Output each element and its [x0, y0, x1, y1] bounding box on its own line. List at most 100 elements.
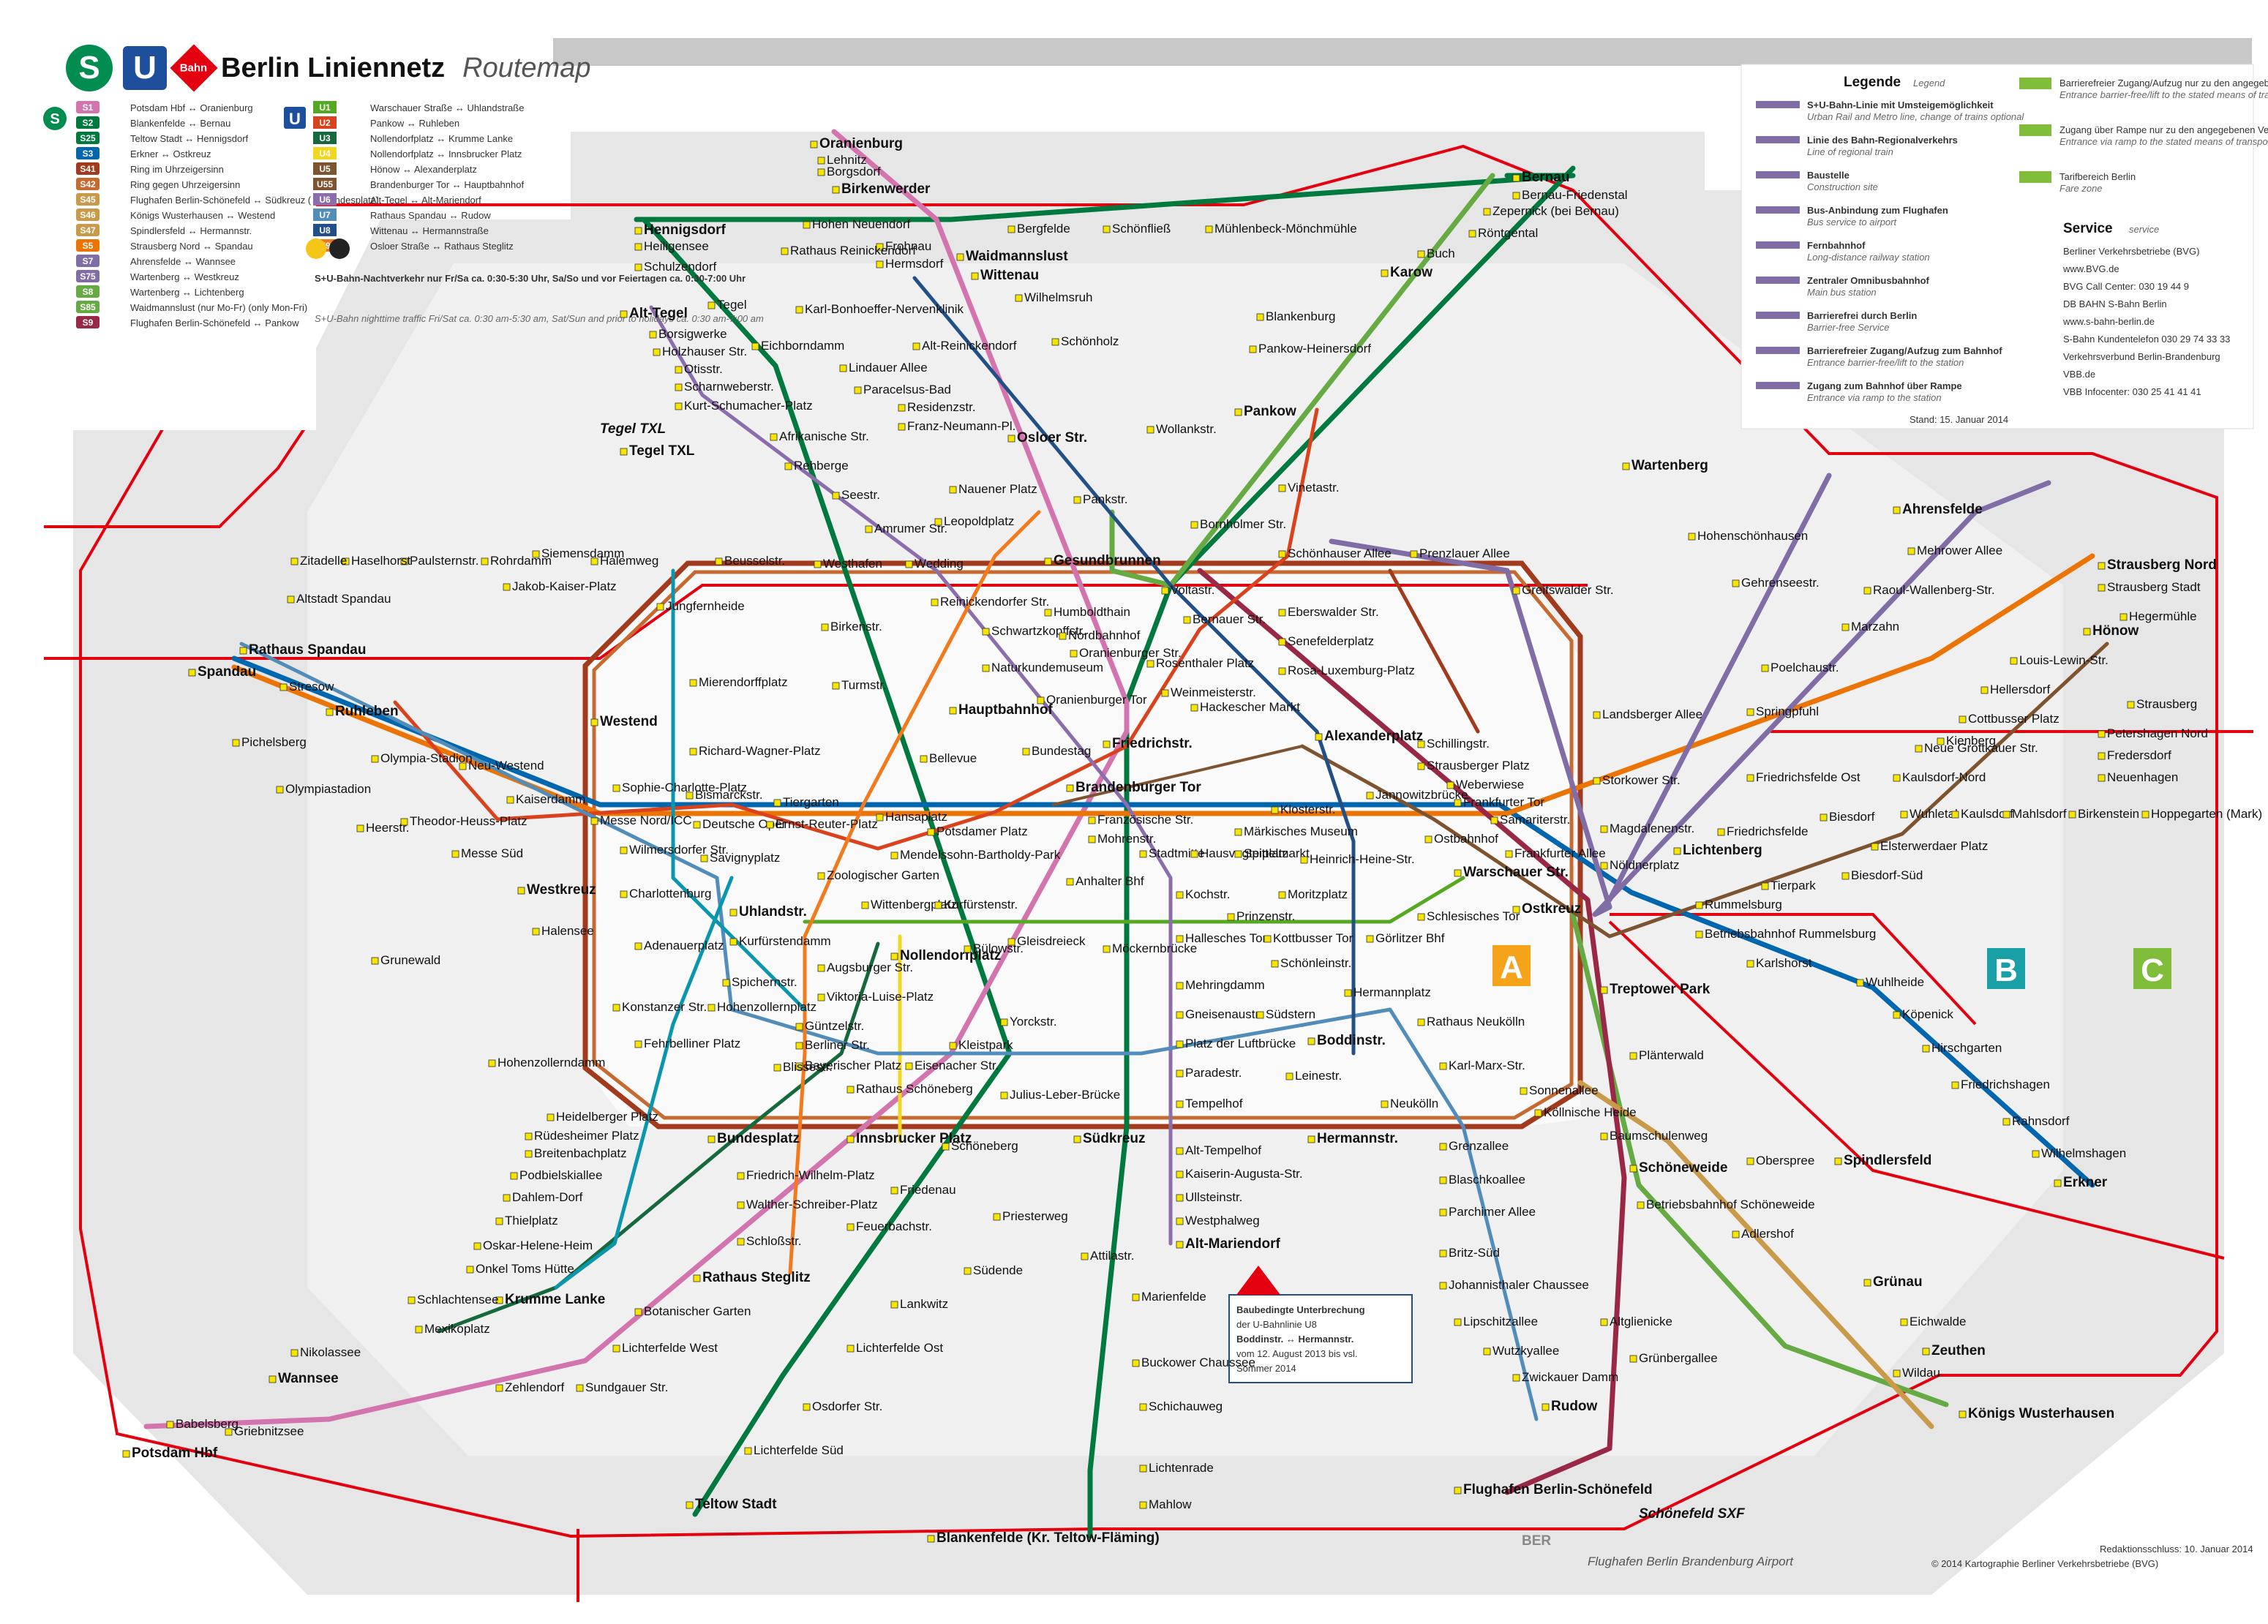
- station[interactable]: Seestr.: [832, 488, 880, 502]
- station[interactable]: Hackescher Markt: [1190, 700, 1300, 714]
- station[interactable]: Richard-Wagner-Platz: [689, 744, 821, 758]
- station[interactable]: Krumme Lanke: [495, 1292, 605, 1307]
- station[interactable]: Buckower Chaussee: [1132, 1356, 1255, 1369]
- station[interactable]: Grenzallee: [1439, 1139, 1509, 1153]
- station[interactable]: Breitenbachplatz: [525, 1146, 627, 1160]
- station[interactable]: Kaulsdorf: [1951, 807, 2013, 821]
- station[interactable]: Bergfelde: [1007, 222, 1070, 236]
- station[interactable]: Rathaus Schöneberg: [846, 1082, 973, 1096]
- station[interactable]: Spandau: [188, 664, 256, 680]
- station[interactable]: Hansaplatz: [876, 810, 947, 824]
- station[interactable]: Halemweg: [590, 554, 658, 568]
- station[interactable]: Britz-Süd: [1439, 1246, 1500, 1260]
- station[interactable]: Oberspree: [1746, 1154, 1814, 1168]
- station[interactable]: Borgsdorf: [817, 165, 881, 178]
- station[interactable]: Mierendorffplatz: [689, 675, 788, 689]
- station[interactable]: Griebnitzsee: [225, 1424, 304, 1438]
- station[interactable]: Hermsdorf: [876, 257, 944, 271]
- station[interactable]: Hohenzollernplatz: [707, 1000, 816, 1014]
- station[interactable]: Warschauer Str.: [1454, 865, 1569, 880]
- station[interactable]: Kaulsdorf-Nord: [1893, 770, 1986, 784]
- station[interactable]: Prinzenstr.: [1227, 909, 1295, 923]
- station[interactable]: Rathaus Reinickendorf: [781, 244, 916, 257]
- station[interactable]: Haselhorst: [342, 554, 411, 568]
- station[interactable]: Parchimer Allee: [1439, 1205, 1536, 1219]
- station[interactable]: Rosenthaler Platz: [1146, 656, 1254, 670]
- station[interactable]: Afrikanische Str.: [770, 429, 869, 443]
- station[interactable]: Blaschkoallee: [1439, 1173, 1525, 1187]
- station[interactable]: Gleisdreieck: [1007, 934, 1086, 948]
- station[interactable]: Grunewald: [371, 953, 440, 967]
- station[interactable]: Ullsteinstr.: [1176, 1190, 1242, 1204]
- station[interactable]: Marienfelde: [1132, 1290, 1206, 1304]
- station[interactable]: Zepernick (bei Bernau): [1483, 204, 1619, 218]
- station[interactable]: Tempelhof: [1176, 1097, 1243, 1110]
- station[interactable]: Schöneberg: [942, 1139, 1018, 1153]
- station[interactable]: Blankenfelde (Kr. Teltow-Fläming): [927, 1530, 1160, 1546]
- station[interactable]: Kochstr.: [1176, 887, 1230, 901]
- station[interactable]: Kaiserin-Augusta-Str.: [1176, 1167, 1303, 1181]
- station[interactable]: Leinestr.: [1285, 1069, 1342, 1083]
- station[interactable]: Königs Wusterhausen: [1959, 1406, 2114, 1421]
- station[interactable]: Karl-Marx-Str.: [1439, 1059, 1525, 1072]
- station[interactable]: Strausberg: [2127, 697, 2197, 711]
- station[interactable]: Westend: [590, 714, 658, 729]
- station[interactable]: Elsterwerdaer Platz: [1871, 839, 1988, 853]
- station[interactable]: Ostbahnhof: [1424, 832, 1498, 846]
- station[interactable]: Hirschgarten: [1922, 1041, 2002, 1055]
- station[interactable]: Birkenwerder: [832, 181, 931, 197]
- station[interactable]: Weinmeisterstr.: [1161, 685, 1256, 699]
- station[interactable]: Blankenburg: [1256, 309, 1335, 323]
- station[interactable]: Heidelberger Platz: [547, 1110, 658, 1124]
- station[interactable]: Wilhelmsruh: [1015, 290, 1093, 304]
- station[interactable]: Petershagen Nord: [2098, 726, 2208, 740]
- station[interactable]: Friedrichsfelde: [1717, 824, 1809, 838]
- station[interactable]: Karl-Bonhoeffer-Nervenklinik: [795, 302, 964, 316]
- station[interactable]: Buch: [1417, 247, 1455, 260]
- station[interactable]: Grünbergallee: [1629, 1351, 1718, 1365]
- station[interactable]: Nordbahnhof: [1059, 628, 1141, 642]
- station[interactable]: Kurt-Schumacher-Platz: [675, 399, 813, 413]
- station[interactable]: Wollankstr.: [1146, 422, 1217, 436]
- station[interactable]: Dahlem-Dorf: [503, 1190, 583, 1204]
- station[interactable]: Alt-Tempelhof: [1176, 1143, 1261, 1157]
- station[interactable]: Wittenau: [971, 268, 1039, 283]
- station[interactable]: Lichterfelde Ost: [846, 1341, 943, 1355]
- station[interactable]: Halensee: [532, 924, 594, 938]
- station[interactable]: Greifswalder Str.: [1512, 583, 1614, 597]
- station[interactable]: Potsdamer Platz: [927, 824, 1028, 838]
- station[interactable]: Beusselstr.: [715, 554, 785, 568]
- station[interactable]: Tierpark: [1761, 879, 1816, 892]
- station[interactable]: Feuerbachstr.: [846, 1219, 932, 1233]
- station[interactable]: Rathaus Neukölln: [1417, 1015, 1525, 1029]
- station[interactable]: Schönfließ: [1103, 222, 1171, 236]
- station[interactable]: Altglienicke: [1600, 1315, 1672, 1328]
- station[interactable]: Westhafen: [814, 557, 882, 571]
- station[interactable]: Prenzlauer Allee: [1410, 546, 1510, 560]
- station[interactable]: Jungfernheide: [656, 599, 745, 613]
- station[interactable]: Lichtenberg: [1673, 843, 1762, 858]
- station[interactable]: Westkreuz: [517, 882, 596, 898]
- station[interactable]: Schöneweide: [1629, 1160, 1727, 1176]
- station[interactable]: Friedrichstr.: [1103, 736, 1193, 751]
- station[interactable]: Stadtmitte: [1139, 846, 1205, 860]
- station[interactable]: Blissestr.: [773, 1060, 833, 1074]
- station[interactable]: Borsigwerke: [649, 327, 727, 341]
- station[interactable]: Zeuthen: [1922, 1343, 1986, 1358]
- station[interactable]: Nauener Platz: [949, 482, 1037, 496]
- station[interactable]: Treptower Park: [1600, 982, 1711, 997]
- station[interactable]: Bornholmer Str.: [1190, 517, 1286, 531]
- station[interactable]: Sophie-Charlotte-Platz: [612, 781, 747, 794]
- station[interactable]: Karow: [1381, 265, 1432, 280]
- station[interactable]: Heerstr.: [356, 821, 410, 835]
- station[interactable]: Kleistpark: [949, 1038, 1013, 1052]
- station[interactable]: Cottbusser Platz: [1959, 712, 2059, 726]
- station[interactable]: Biesdorf-Süd: [1841, 868, 1923, 882]
- station[interactable]: Hennigsdorf: [634, 222, 726, 238]
- station[interactable]: Kaiserdamm: [506, 792, 585, 806]
- station[interactable]: Südende: [964, 1263, 1023, 1277]
- station[interactable]: Wuhlheide: [1856, 975, 1924, 989]
- station[interactable]: Anhalter Bhf: [1066, 874, 1144, 888]
- station[interactable]: Hellersdorf: [1980, 683, 2050, 696]
- station[interactable]: Friedrichsfelde Ost: [1746, 770, 1860, 784]
